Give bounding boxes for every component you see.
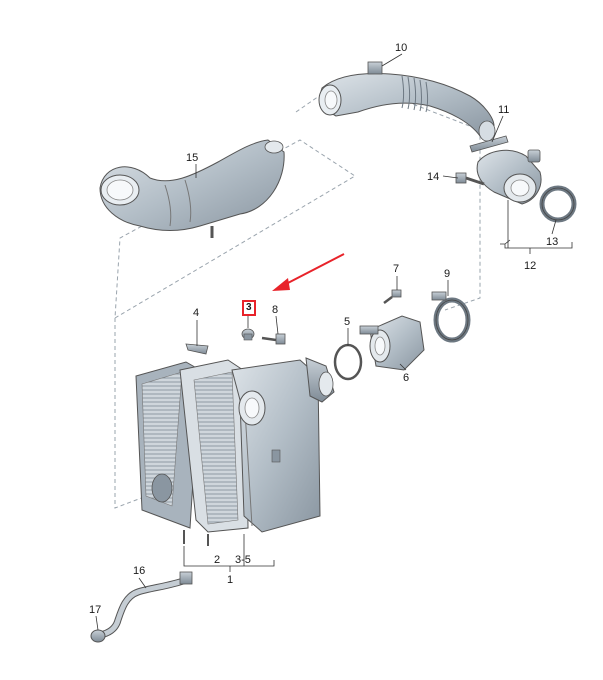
hose-10 — [318, 61, 496, 142]
clamp-9 — [431, 291, 471, 343]
hose-15 — [99, 139, 285, 238]
label-3-5: 3-5 — [235, 554, 251, 566]
label-12: 12 — [524, 260, 537, 272]
label-3-highlighted: 3 — [242, 300, 256, 316]
label-1: 1 — [227, 574, 234, 586]
label-16: 16 — [133, 565, 146, 577]
seal-5 — [333, 343, 363, 381]
air-filter-housing-1 — [135, 357, 335, 546]
clamp-11 — [469, 135, 509, 153]
label-4: 4 — [193, 307, 200, 319]
label-2: 2 — [214, 554, 221, 566]
label-15: 15 — [186, 152, 199, 164]
label-13: 13 — [546, 236, 559, 248]
label-7: 7 — [393, 263, 400, 275]
label-5: 5 — [344, 316, 351, 328]
screw-7 — [383, 289, 402, 304]
air-mass-meter-6 — [359, 315, 425, 371]
clamp-13 — [539, 185, 577, 223]
label-8: 8 — [272, 304, 279, 316]
clamp-17 — [90, 629, 106, 643]
grommet-3 — [241, 328, 255, 341]
hose-16 — [100, 571, 193, 638]
frame-hose-15 — [114, 139, 356, 319]
label-6: 6 — [403, 372, 410, 384]
label-9: 9 — [444, 268, 451, 280]
clip-4 — [185, 343, 209, 355]
bolt-8 — [261, 333, 286, 345]
label-17: 17 — [89, 604, 102, 616]
highlight-arrow — [272, 253, 345, 291]
leader-lines — [95, 53, 573, 631]
label-11: 11 — [498, 104, 510, 116]
label-10: 10 — [395, 42, 408, 54]
label-14: 14 — [427, 171, 440, 183]
elbow-12 — [476, 149, 542, 205]
